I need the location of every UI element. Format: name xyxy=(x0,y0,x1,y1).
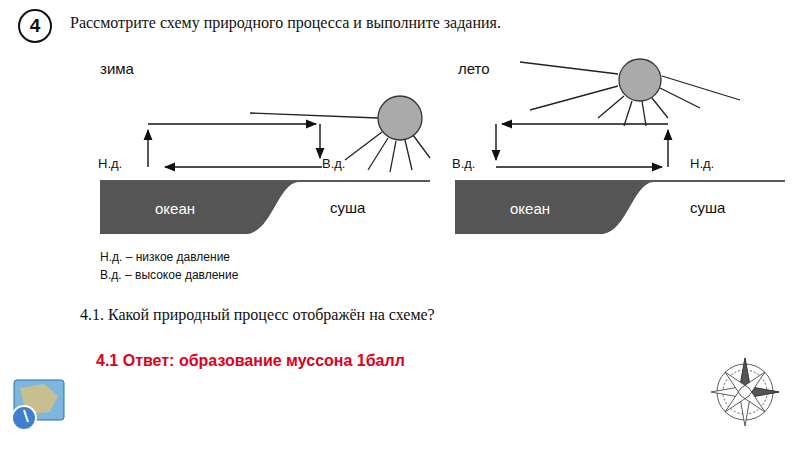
compass-rose xyxy=(711,358,779,426)
ground-line xyxy=(100,180,430,182)
answer-text: 4.1 Ответ: образование муссона 1балл xyxy=(96,352,405,370)
legend-note: В.д. – высокое давление xyxy=(100,268,238,282)
pressure-label: В.д. xyxy=(322,156,345,171)
land-label: суша xyxy=(330,199,365,216)
winter-sun xyxy=(250,96,430,172)
ocean-label: океан xyxy=(155,200,195,217)
task-number: 4 xyxy=(18,9,52,43)
ocean-label: океан xyxy=(510,200,550,217)
pressure-label: В.д. xyxy=(452,156,475,171)
land-label: суша xyxy=(690,199,725,216)
ocean-area: океан xyxy=(455,182,655,234)
season-label: лето xyxy=(458,60,490,77)
task-number-text: 4 xyxy=(30,15,41,37)
legend-note: Н.д. – низкое давление xyxy=(100,250,230,264)
pressure-label: Н.д. xyxy=(690,156,714,171)
pressure-label: Н.д. xyxy=(98,156,122,171)
task-title: Рассмотрите схему природного процесса и … xyxy=(70,14,501,32)
ground-line xyxy=(455,180,785,182)
map-icon xyxy=(12,380,64,430)
ocean-shape xyxy=(100,182,300,234)
question-text: 4.1. Какой природный процесс отображён н… xyxy=(80,306,435,324)
summer-wind xyxy=(496,124,668,167)
winter-wind xyxy=(148,124,322,167)
ocean-area: океан xyxy=(100,182,300,234)
summer-sun xyxy=(520,59,740,126)
season-label: зима xyxy=(100,60,134,77)
ocean-shape xyxy=(455,182,655,234)
